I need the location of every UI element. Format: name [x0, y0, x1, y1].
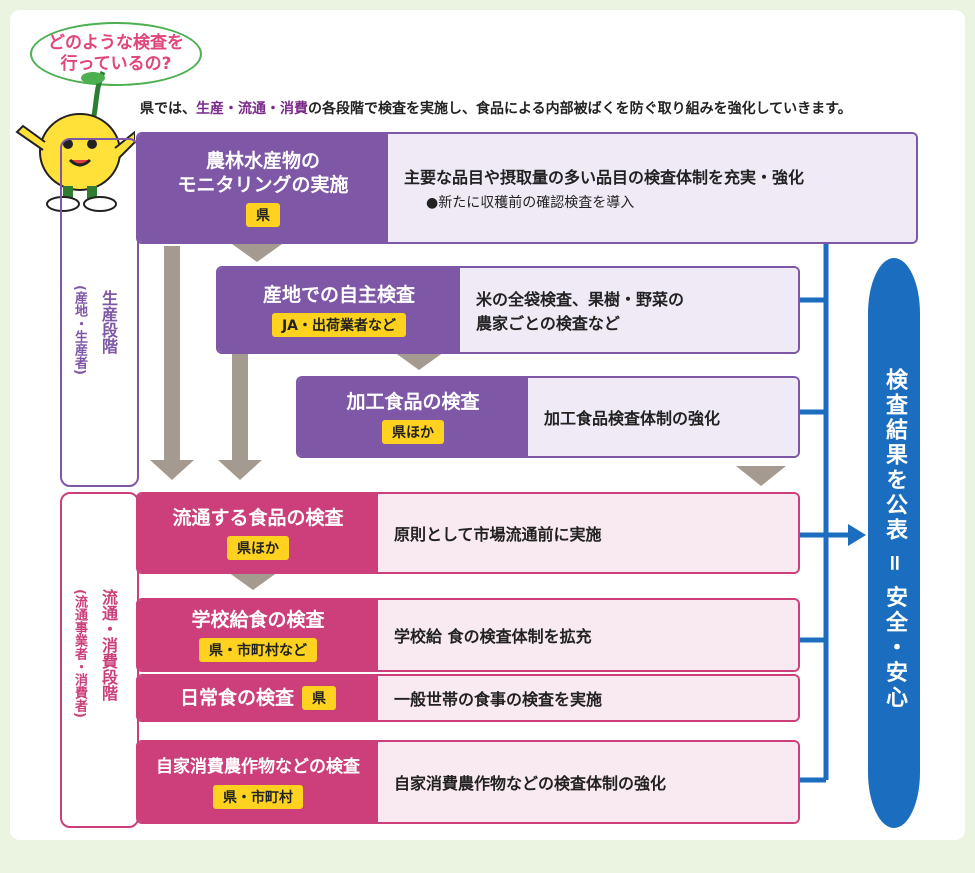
stage-distribution-sub: (流通事業者・消費者)	[72, 589, 87, 718]
box-school-lunch: 学校給食の検査 県・市町村など 学校給 食の検査体制を拡充	[136, 598, 800, 672]
box-processed-food-title: 加工食品の検査	[346, 391, 480, 413]
box-school-lunch-tag: 県・市町村など	[199, 638, 317, 662]
stage-production-sub: (産地・生産者)	[72, 285, 87, 375]
bubble-line-2: 行っているの?	[60, 54, 172, 74]
stage-production-label: 生産段階	[99, 290, 118, 354]
intro-prefix: 県では、	[140, 101, 196, 117]
box-home-crops-desc-main: 自家消費農作物などの検査体制の強化	[394, 774, 667, 793]
box-monitoring-desc-main: 主要な品目や摂取量の多い品目の検査体制を充実・強化	[404, 168, 805, 187]
box-school-lunch-desc: 学校給 食の検査体制を拡充	[378, 600, 798, 670]
box-school-lunch-title: 学校給食の検査	[191, 609, 325, 631]
intro-highlight: 生産・流通・消費	[196, 101, 308, 117]
box-processed-food: 加工食品の検査 県ほか 加工食品検査体制の強化	[296, 376, 800, 458]
box-daily-meal-title: 日常食の検査	[179, 687, 294, 709]
box-home-crops-desc: 自家消費農作物などの検査体制の強化	[378, 742, 798, 822]
box-daily-meal-header: 日常食の検査 県	[138, 676, 378, 720]
box-distributed-food-header: 流通する食品の検査 県ほか	[138, 494, 378, 572]
box-daily-meal-tag: 県	[302, 686, 336, 710]
box-home-crops-tag: 県・市町村	[213, 785, 303, 809]
stage-distribution-label: 流通・消費段階	[99, 589, 118, 701]
box-local-inspection-title: 産地での自主検査	[262, 284, 415, 306]
intro-text: 県では、生産・流通・消費の各段階で検査を実施し、食品による内部被ばくを防ぐ取り組…	[140, 98, 852, 118]
box-processed-food-desc: 加工食品検査体制の強化	[528, 378, 798, 456]
box-daily-meal-desc-main: 一般世帯の食事の検査を実施	[394, 690, 603, 709]
box-monitoring-tag: 県	[246, 203, 280, 227]
box-monitoring-desc-sub: ●新たに収穫前の確認検査を導入	[426, 195, 635, 211]
result-pill: 検査結果を公表 = 安全・安心	[868, 258, 920, 828]
box-home-crops: 自家消費農作物などの検査 県・市町村 自家消費農作物などの検査体制の強化	[136, 740, 800, 824]
box-monitoring: 農林水産物の モニタリングの実施 県 主要な品目や摂取量の多い品目の検査体制を充…	[136, 132, 918, 244]
box-distributed-food: 流通する食品の検査 県ほか 原則として市場流通前に実施	[136, 492, 800, 574]
mascot-icon	[15, 70, 135, 212]
box-school-lunch-header: 学校給食の検査 県・市町村など	[138, 600, 378, 670]
box-processed-food-desc-main: 加工食品検査体制の強化	[544, 409, 721, 428]
box-monitoring-title-1: 農林水産物の	[205, 150, 320, 172]
box-distributed-food-desc-main: 原則として市場流通前に実施	[394, 525, 602, 544]
box-distributed-food-desc: 原則として市場流通前に実施	[378, 494, 798, 572]
box-distributed-food-tag: 県ほか	[227, 536, 289, 560]
intro-suffix: の各段階で検査を実施し、食品による内部被ばくを防ぐ取り組みを強化していきます。	[308, 101, 852, 117]
box-home-crops-title: 自家消費農作物などの検査	[156, 757, 360, 777]
stage-production: 生産段階 (産地・生産者)	[60, 138, 139, 487]
box-local-inspection-desc-2: 農家ごとの検査など	[476, 314, 620, 333]
speech-bubble: どのような検査を 行っているの?	[30, 22, 202, 86]
box-school-lunch-desc-main: 学校給 食の検査体制を拡充	[394, 627, 592, 646]
box-home-crops-header: 自家消費農作物などの検査 県・市町村	[138, 742, 378, 822]
box-local-inspection-desc: 米の全袋検査、果樹・野菜の 農家ごとの検査など	[460, 268, 798, 352]
box-monitoring-title-2: モニタリングの実施	[177, 174, 349, 196]
box-local-inspection: 産地での自主検査 JA・出荷業者など 米の全袋検査、果樹・野菜の 農家ごとの検査…	[216, 266, 800, 354]
bubble-line-1: どのような検査を	[48, 33, 184, 53]
box-processed-food-header: 加工食品の検査 県ほか	[298, 378, 528, 456]
box-daily-meal-desc: 一般世帯の食事の検査を実施	[378, 676, 798, 720]
box-monitoring-desc: 主要な品目や摂取量の多い品目の検査体制を充実・強化 ●新たに収穫前の確認検査を導…	[388, 134, 916, 242]
box-local-inspection-desc-1: 米の全袋検査、果樹・野菜の	[476, 290, 685, 309]
box-processed-food-tag: 県ほか	[382, 420, 444, 444]
result-text: 検査結果を公表 = 安全・安心	[882, 368, 907, 711]
box-monitoring-header: 農林水産物の モニタリングの実施 県	[138, 134, 388, 242]
box-local-inspection-header: 産地での自主検査 JA・出荷業者など	[218, 268, 460, 352]
box-local-inspection-tag: JA・出荷業者など	[271, 313, 407, 337]
box-daily-meal: 日常食の検査 県 一般世帯の食事の検査を実施	[136, 674, 800, 722]
box-distributed-food-title: 流通する食品の検査	[172, 507, 344, 529]
